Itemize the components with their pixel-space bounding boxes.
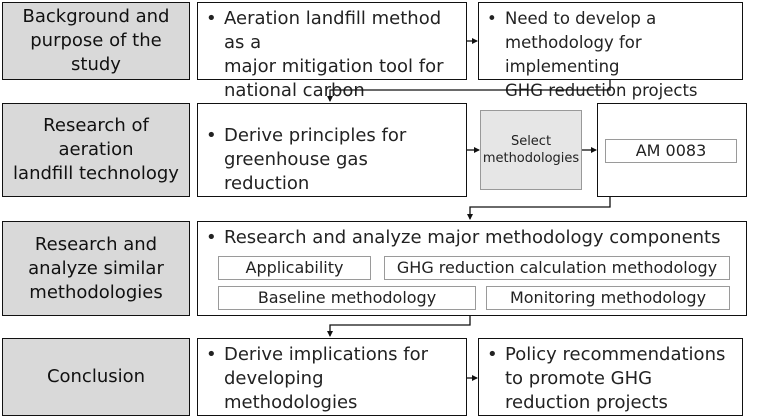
conclusion-point-2: •Policy recommendations to promote GHG r… xyxy=(478,338,743,416)
background-point-1: •Aeration landfill method as a major mit… xyxy=(197,2,467,125)
bullet-glyph: • xyxy=(487,344,498,365)
conclusion-point-1: •Derive implications for developing meth… xyxy=(197,338,467,416)
component-baseline: Baseline methodology xyxy=(218,286,476,310)
stage-label-background: Background and purpose of the study xyxy=(2,2,190,80)
technology-point: •Derive principles for greenhouse gas re… xyxy=(197,103,467,197)
select-methodologies-step: Select methodologies xyxy=(480,110,582,190)
bullet-glyph: • xyxy=(206,344,217,365)
bullet-glyph: • xyxy=(206,227,217,248)
stage-label-similar-methodologies: Research and analyze similar methodologi… xyxy=(2,221,190,316)
stage-label-conclusion: Conclusion xyxy=(2,338,190,416)
background-point-2: •Need to develop a methodology for imple… xyxy=(478,2,743,100)
component-monitoring: Monitoring methodology xyxy=(486,286,730,310)
component-ghg-calculation: GHG reduction calculation methodology xyxy=(384,256,730,280)
bullet-glyph: • xyxy=(206,125,217,146)
arrow-row3-to-row4 xyxy=(327,316,471,337)
bullet-glyph: • xyxy=(487,9,497,28)
components-heading: Research and analyze major methodology c… xyxy=(224,227,721,248)
methodology-result-am0083: AM 0083 xyxy=(605,139,737,163)
bullet-glyph: • xyxy=(206,8,217,29)
stage-label-research-technology: Research of aeration landfill technology xyxy=(2,103,190,197)
arrow-row2-to-row3 xyxy=(467,197,611,220)
component-applicability: Applicability xyxy=(218,256,371,280)
